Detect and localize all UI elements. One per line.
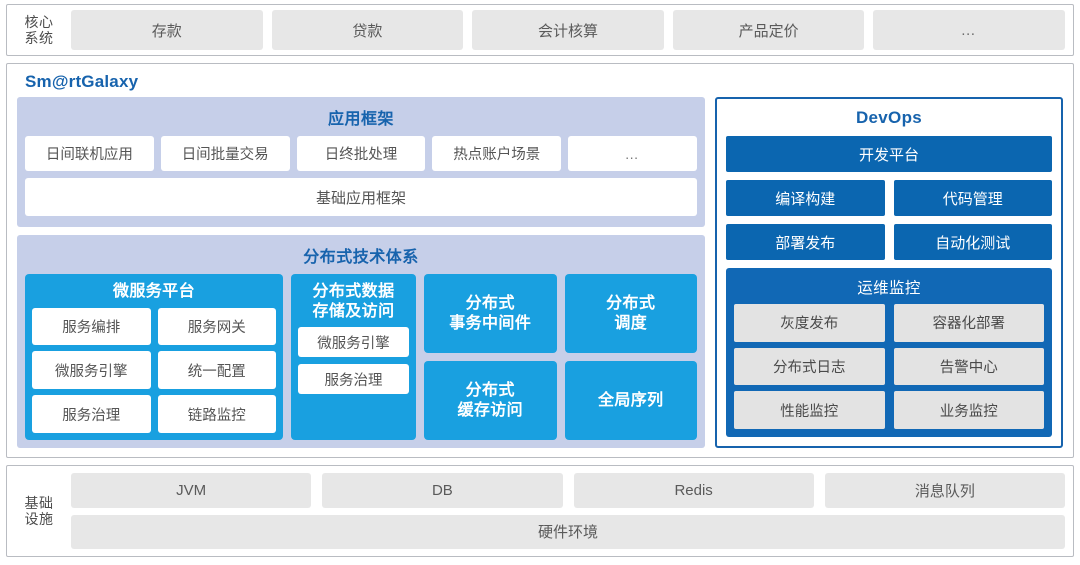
core-item-loan[interactable]: 贷款	[271, 10, 464, 50]
distributed-tech-columns: 微服务平台 服务编排 服务网关 微服务引擎 统一配置	[25, 274, 697, 440]
ops-monitoring-grid: 灰度发布 容器化部署 分布式日志 告警中心 性能监控 业务监控	[734, 304, 1044, 430]
appfw-chip-eod[interactable]: 日终批处理	[296, 136, 426, 171]
card-cache-access[interactable]: 分布式 缓存访问	[424, 361, 557, 440]
ds-chip-engine[interactable]: 微服务引擎	[298, 327, 409, 358]
infra-chip-jvm[interactable]: JVM	[71, 473, 312, 508]
devops-chip-build[interactable]: 编译构建	[726, 180, 885, 216]
devops-chip-code-management[interactable]: 代码管理	[893, 180, 1052, 216]
ds-chip-governance[interactable]: 服务治理	[298, 364, 409, 395]
core-system-label-line1: 核心	[24, 13, 54, 30]
infrastructure-label-line1: 基础	[24, 494, 54, 511]
core-item-pricing[interactable]: 产品定价	[672, 10, 865, 50]
infrastructure-content: JVM DB Redis 消息队列 硬件环境	[71, 473, 1065, 549]
devops-title: DevOps	[855, 108, 923, 127]
infrastructure-hardware-row: 硬件环境	[71, 514, 1065, 549]
ops-chip-containerization[interactable]: 容器化部署	[893, 304, 1044, 342]
microservice-row: 微服务引擎 统一配置	[32, 351, 276, 390]
core-system-band: 核心 系统 存款 贷款 会计核算 产品定价 …	[6, 4, 1074, 56]
ops-chip-performance-monitor[interactable]: 性能监控	[734, 391, 885, 430]
ms-chip-engine[interactable]: 微服务引擎	[32, 351, 151, 390]
appfw-base-framework[interactable]: 基础应用框架	[25, 178, 697, 216]
application-framework-title: 应用框架	[327, 111, 394, 128]
infrastructure-label-line2: 设施	[24, 511, 54, 527]
ms-chip-orchestration[interactable]: 服务编排	[32, 307, 151, 346]
ops-monitoring-title: 运维监控	[857, 280, 921, 297]
ops-row: 性能监控 业务监控	[734, 391, 1044, 430]
infra-chip-db[interactable]: DB	[322, 473, 563, 508]
microservice-platform-grid: 服务编排 服务网关 微服务引擎 统一配置 服务治理 链路监控	[32, 307, 276, 433]
card-global-sequence-line1: 全局序列	[597, 391, 664, 409]
card-cache-access-line1: 分布式	[465, 381, 515, 399]
infrastructure-label: 基础 设施	[15, 473, 63, 549]
card-distributed-scheduling-line1: 分布式	[606, 294, 656, 312]
infra-chip-redis[interactable]: Redis	[573, 473, 814, 508]
ds-title-line1: 分布式数据	[312, 283, 395, 300]
distributed-data-storage-list: 微服务引擎 服务治理	[298, 327, 409, 433]
devops-chip-dev-platform[interactable]: 开发平台	[726, 136, 1052, 172]
core-system-items: 存款 贷款 会计核算 产品定价 …	[71, 10, 1065, 50]
ops-chip-distributed-log[interactable]: 分布式日志	[734, 347, 885, 386]
core-system-label: 核心 系统	[15, 10, 63, 50]
core-item-more[interactable]: …	[873, 10, 1065, 50]
card-distributed-scheduling-line2: 调度	[614, 314, 648, 332]
ops-monitoring-box: 运维监控 灰度发布 容器化部署 分布式日志 告警中心 性能监控	[726, 268, 1052, 437]
card-transaction-middleware[interactable]: 分布式 事务中间件	[424, 274, 557, 353]
distributed-tech-group: 分布式技术体系 微服务平台 服务编排 服务网关 微服务引	[17, 235, 705, 448]
devops-column: DevOps 开发平台 编译构建 代码管理 部署发布 自动化测试 运维监控	[715, 97, 1063, 448]
microservice-row: 服务治理 链路监控	[32, 395, 276, 433]
ops-chip-business-monitor[interactable]: 业务监控	[893, 391, 1044, 430]
ms-chip-governance[interactable]: 服务治理	[32, 395, 151, 433]
distributed-data-storage-title: 分布式数据 存储及访问	[298, 282, 409, 321]
appfw-chip-batch[interactable]: 日间批量交易	[160, 136, 290, 171]
distributed-tech-title: 分布式技术体系	[303, 249, 419, 266]
distributed-stack-column-1: 分布式 事务中间件 分布式 缓存访问	[424, 274, 557, 440]
ms-chip-tracing[interactable]: 链路监控	[157, 395, 276, 433]
devops-chip-deploy[interactable]: 部署发布	[726, 224, 885, 260]
card-distributed-scheduling[interactable]: 分布式 调度	[564, 274, 697, 353]
appfw-chip-online[interactable]: 日间联机应用	[25, 136, 154, 171]
microservice-row: 服务编排 服务网关	[32, 307, 276, 346]
card-global-sequence[interactable]: 全局序列	[564, 361, 697, 440]
microservice-platform-box: 微服务平台 服务编排 服务网关 微服务引擎 统一配置	[25, 274, 283, 440]
infra-chip-hardware[interactable]: 硬件环境	[71, 514, 1065, 549]
infrastructure-band: 基础 设施 JVM DB Redis 消息队列 硬件环境	[6, 465, 1074, 557]
infrastructure-row: JVM DB Redis 消息队列	[71, 473, 1065, 508]
devops-chip-auto-test[interactable]: 自动化测试	[893, 224, 1052, 260]
appfw-chip-more[interactable]: …	[568, 136, 697, 171]
devops-panel: DevOps 开发平台 编译构建 代码管理 部署发布 自动化测试 运维监控	[715, 97, 1063, 448]
microservice-platform-title: 微服务平台	[112, 283, 195, 300]
distributed-stack-column-2: 分布式 调度 全局序列	[564, 274, 697, 440]
distributed-data-storage-box: 分布式数据 存储及访问 微服务引擎 服务治理	[291, 274, 416, 440]
ds-title-line2: 存储及访问	[312, 302, 395, 320]
devops-row: 编译构建 代码管理	[726, 180, 1052, 216]
ops-chip-alert-center[interactable]: 告警中心	[893, 347, 1044, 386]
devops-row: 部署发布 自动化测试	[726, 224, 1052, 260]
ops-row: 灰度发布 容器化部署	[734, 304, 1044, 342]
core-item-accounting[interactable]: 会计核算	[472, 10, 664, 50]
core-item-deposit[interactable]: 存款	[71, 10, 263, 50]
infra-chip-message-queue[interactable]: 消息队列	[824, 473, 1065, 508]
application-framework-chip-row: 日间联机应用 日间批量交易 日终批处理 热点账户场景 …	[25, 136, 697, 171]
card-transaction-middleware-line1: 分布式	[465, 294, 515, 312]
ms-chip-gateway[interactable]: 服务网关	[157, 307, 276, 346]
appfw-chip-hotaccount[interactable]: 热点账户场景	[432, 136, 562, 171]
core-system-label-line2: 系统	[24, 30, 54, 46]
ms-chip-config[interactable]: 统一配置	[157, 351, 276, 390]
card-cache-access-line2: 缓存访问	[457, 401, 524, 419]
ops-row: 分布式日志 告警中心	[734, 347, 1044, 386]
application-framework-group: 应用框架 日间联机应用 日间批量交易 日终批处理 热点账户场景 … 基础应用框架	[17, 97, 705, 227]
smartgalaxy-body: 应用框架 日间联机应用 日间批量交易 日终批处理 热点账户场景 … 基础应用框架…	[17, 97, 1063, 448]
smartgalaxy-left-column: 应用框架 日间联机应用 日间批量交易 日终批处理 热点账户场景 … 基础应用框架…	[17, 97, 705, 448]
ops-chip-gray-release[interactable]: 灰度发布	[734, 304, 885, 342]
smartgalaxy-panel: Sm@rtGalaxy 应用框架 日间联机应用 日间批量交易 日终批处理 热点账…	[6, 63, 1074, 458]
card-transaction-middleware-line2: 事务中间件	[449, 314, 532, 332]
smartgalaxy-title: Sm@rtGalaxy	[25, 72, 139, 91]
